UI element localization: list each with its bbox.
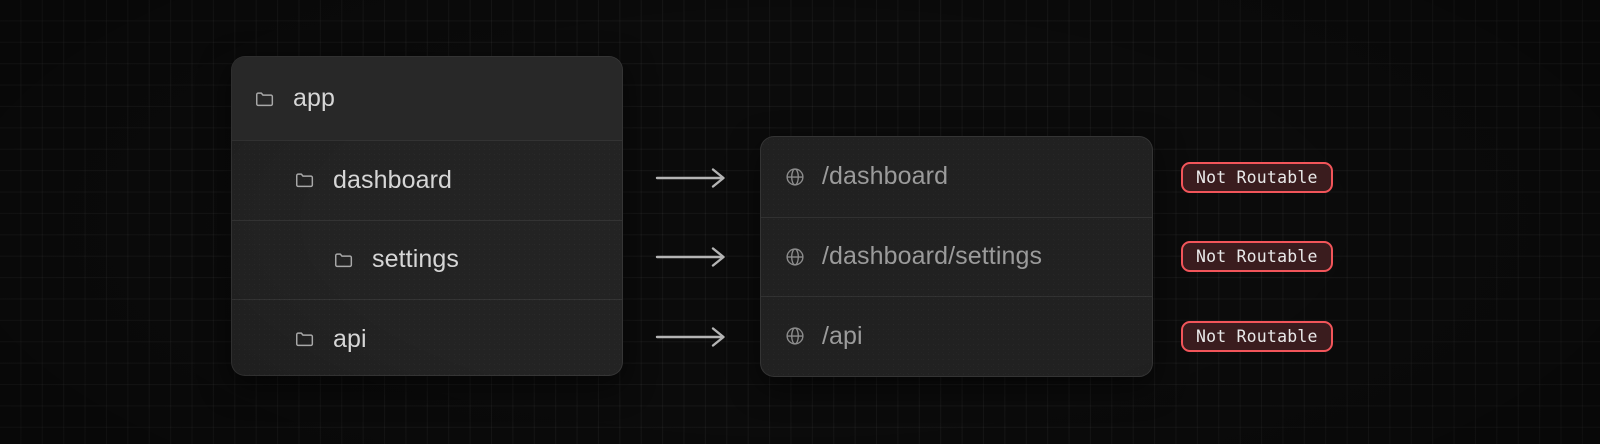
globe-icon — [784, 246, 806, 268]
globe-icon — [784, 325, 806, 347]
folder-icon — [294, 169, 316, 191]
arrow-settings — [655, 244, 729, 270]
tree-label-dashboard: dashboard — [333, 165, 453, 194]
route-label-dashboard-settings: /dashboard/settings — [822, 242, 1043, 271]
folder-icon — [294, 328, 316, 350]
arrow-dashboard — [655, 165, 729, 191]
tree-label-settings: settings — [372, 245, 459, 274]
globe-icon — [784, 166, 806, 188]
route-row-api[interactable]: /api — [761, 296, 1152, 376]
tree-row-settings[interactable]: settings — [232, 219, 622, 300]
folder-icon — [333, 249, 355, 271]
folder-icon — [254, 88, 276, 110]
file-tree-card: app dashboard settings — [231, 56, 623, 376]
tree-label-app: app — [293, 84, 336, 112]
status-badge-dashboard: Not Routable — [1181, 162, 1333, 193]
status-badge-settings: Not Routable — [1181, 241, 1333, 272]
arrow-api — [655, 324, 729, 350]
tree-row-app[interactable]: app — [232, 57, 622, 140]
tree-label-api: api — [333, 324, 367, 353]
route-row-dashboard-settings[interactable]: /dashboard/settings — [761, 216, 1152, 297]
routes-card: /dashboard /dashboard/settings /api — [760, 136, 1153, 377]
route-label-dashboard: /dashboard — [822, 162, 949, 191]
route-row-dashboard[interactable]: /dashboard — [761, 137, 1152, 217]
route-label-api: /api — [822, 321, 863, 350]
tree-row-api[interactable]: api — [232, 299, 622, 375]
tree-row-dashboard[interactable]: dashboard — [232, 140, 622, 220]
status-badge-api: Not Routable — [1181, 321, 1333, 352]
